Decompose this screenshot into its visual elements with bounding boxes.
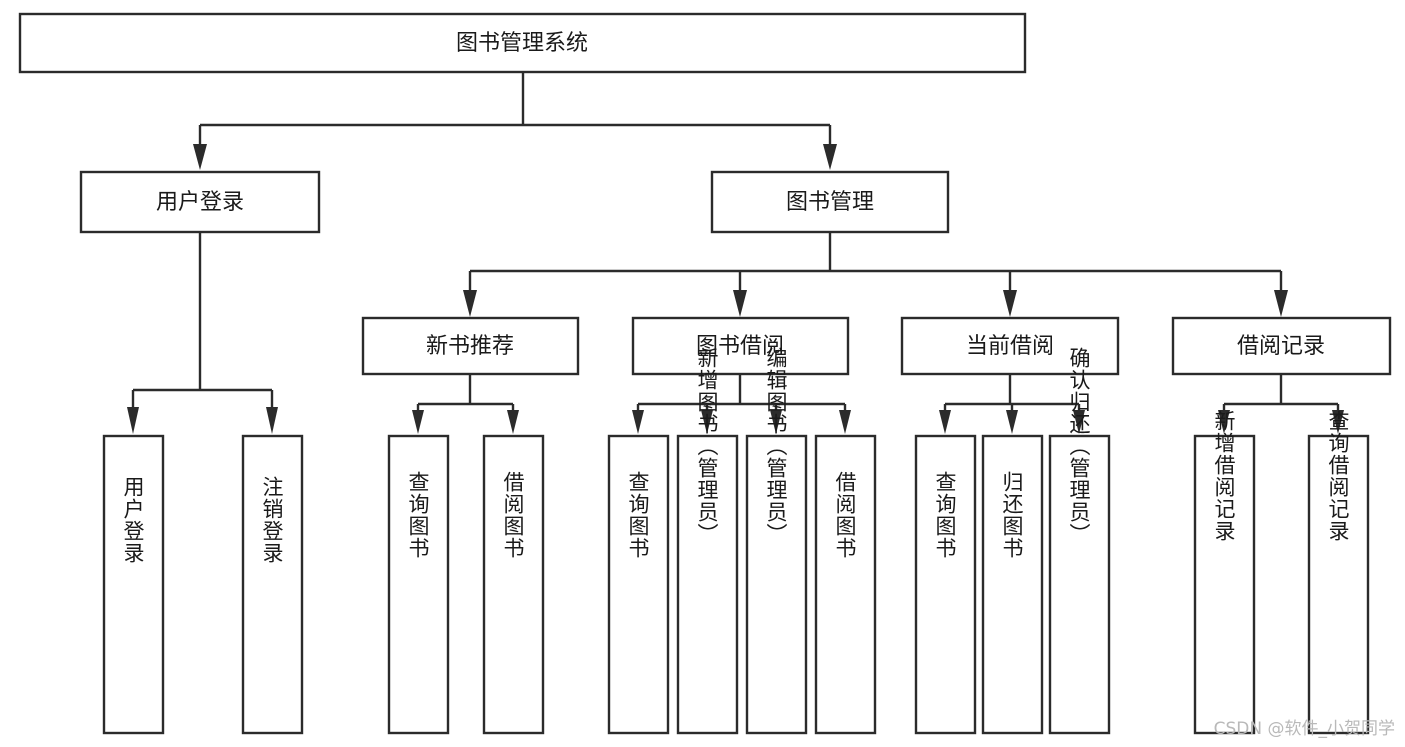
node-leaf-logout-box[interactable] (241, 434, 304, 735)
node-leaf-edit-book-box[interactable] (745, 434, 808, 735)
node-root[interactable]: 图书管理系统 (18, 12, 1027, 74)
node-borrow-record[interactable]: 借阅记录 (1171, 316, 1392, 376)
arrow-head-leaf-logout (266, 407, 278, 434)
arrow-head-borrow-record (1274, 290, 1288, 317)
node-leaf-confirm-return[interactable]: 确认归还（管理员） (1048, 347, 1111, 735)
node-current-borrow-label: 当前借阅 (966, 334, 1054, 359)
connector-layer (127, 72, 1344, 434)
node-leaf-query-book-3-box[interactable] (914, 434, 977, 735)
node-current-borrow[interactable]: 当前借阅 (900, 316, 1120, 376)
arrow-head-user-login (193, 144, 207, 170)
node-leaf-query-book-1-label: 查询图书 (406, 471, 430, 559)
node-leaf-add-book-label: 新增图书（管理员） (695, 347, 719, 545)
arrow-head-new-book-recommend (463, 290, 477, 317)
node-leaf-query-book-2-label: 查询图书 (626, 471, 650, 559)
node-leaf-borrow-book-2[interactable]: 借阅图书 (814, 434, 877, 735)
arrow-head-leaf-return-book (1006, 410, 1018, 434)
arrow-head-current-borrow (1003, 290, 1017, 317)
node-book-management-box[interactable] (710, 170, 950, 234)
node-leaf-query-book-1[interactable]: 查询图书 (387, 434, 450, 735)
node-leaf-return-book-label: 归还图书 (1000, 471, 1024, 559)
arrow-head-leaf-borrow-book-1 (507, 410, 519, 434)
node-leaf-add-record-box[interactable] (1193, 434, 1256, 735)
node-book-management[interactable]: 图书管理 (710, 170, 950, 234)
arrow-head-leaf-user-login (127, 407, 139, 434)
node-leaf-edit-book[interactable]: 编辑图书（管理员） (745, 347, 808, 735)
node-new-book-recommend-box[interactable] (361, 316, 580, 376)
node-current-borrow-box[interactable] (900, 316, 1120, 376)
node-leaf-query-record-label: 查询借阅记录 (1326, 410, 1350, 542)
node-leaf-logout[interactable]: 注销登录 (241, 434, 304, 735)
node-borrow-record-box[interactable] (1171, 316, 1392, 376)
node-user-login-label: 用户登录 (156, 190, 244, 215)
arrow-head-leaf-confirm-return (1073, 410, 1085, 434)
node-leaf-confirm-return-box[interactable] (1048, 434, 1111, 735)
arrow-head-leaf-add-record (1218, 410, 1230, 434)
node-leaf-add-book[interactable]: 新增图书（管理员） (676, 347, 739, 735)
node-leaf-query-book-1-box[interactable] (387, 434, 450, 735)
node-book-borrow[interactable]: 图书借阅 (631, 316, 850, 376)
arrow-head-leaf-edit-book (770, 410, 782, 434)
arrow-head-book-management (823, 144, 837, 170)
node-leaf-user-login[interactable]: 用户登录 (102, 434, 165, 735)
arrow-head-book-borrow (733, 290, 747, 317)
node-leaf-query-record-box[interactable] (1307, 434, 1370, 735)
node-new-book-recommend[interactable]: 新书推荐 (361, 316, 580, 376)
node-borrow-record-label: 借阅记录 (1237, 334, 1325, 359)
node-leaf-query-book-2-box[interactable] (607, 434, 670, 735)
node-root-box[interactable] (18, 12, 1027, 74)
node-book-borrow-box[interactable] (631, 316, 850, 376)
node-leaf-query-book-3-label: 查询图书 (933, 471, 957, 559)
node-leaf-return-book-box[interactable] (981, 434, 1044, 735)
node-new-book-recommend-label: 新书推荐 (426, 334, 514, 359)
node-user-login-box[interactable] (79, 170, 321, 234)
csdn-watermark: CSDN @软件_小贺同学 (1213, 719, 1395, 739)
arrow-head-leaf-query-book-2 (632, 410, 644, 434)
node-leaf-add-record[interactable]: 新增借阅记录 (1193, 410, 1256, 735)
node-leaf-borrow-book-1-label: 借阅图书 (501, 471, 525, 559)
node-leaf-borrow-book-1-box[interactable] (482, 434, 545, 735)
node-leaf-user-login-box[interactable] (102, 434, 165, 735)
node-leaf-logout-label: 注销登录 (260, 476, 284, 564)
node-leaf-query-book-3[interactable]: 查询图书 (914, 434, 977, 735)
arrow-head-leaf-borrow-book-2 (839, 410, 851, 434)
arrow-head-leaf-query-book-1 (412, 410, 424, 434)
node-leaf-borrow-book-2-box[interactable] (814, 434, 877, 735)
node-leaf-query-book-2[interactable]: 查询图书 (607, 434, 670, 735)
node-root-label: 图书管理系统 (456, 31, 588, 56)
node-leaf-user-login-label: 用户登录 (121, 476, 145, 564)
node-leaf-edit-book-label: 编辑图书（管理员） (764, 347, 788, 545)
node-book-borrow-label: 图书借阅 (696, 334, 784, 359)
node-leaf-add-book-box[interactable] (676, 434, 739, 735)
arrow-head-leaf-add-book (701, 410, 713, 434)
node-leaf-return-book[interactable]: 归还图书 (981, 434, 1044, 735)
node-leaf-confirm-return-label: 确认归还（管理员） (1067, 347, 1091, 545)
node-leaf-query-record[interactable]: 查询借阅记录 (1307, 410, 1370, 735)
node-leaf-borrow-book-1[interactable]: 借阅图书 (482, 434, 545, 735)
node-leaf-borrow-book-2-label: 借阅图书 (833, 471, 857, 559)
node-book-management-label: 图书管理 (786, 190, 874, 215)
node-leaf-add-record-label: 新增借阅记录 (1212, 410, 1236, 542)
node-user-login[interactable]: 用户登录 (79, 170, 321, 234)
arrow-head-leaf-query-book-3 (939, 410, 951, 434)
arrow-head-leaf-query-record (1332, 410, 1344, 434)
